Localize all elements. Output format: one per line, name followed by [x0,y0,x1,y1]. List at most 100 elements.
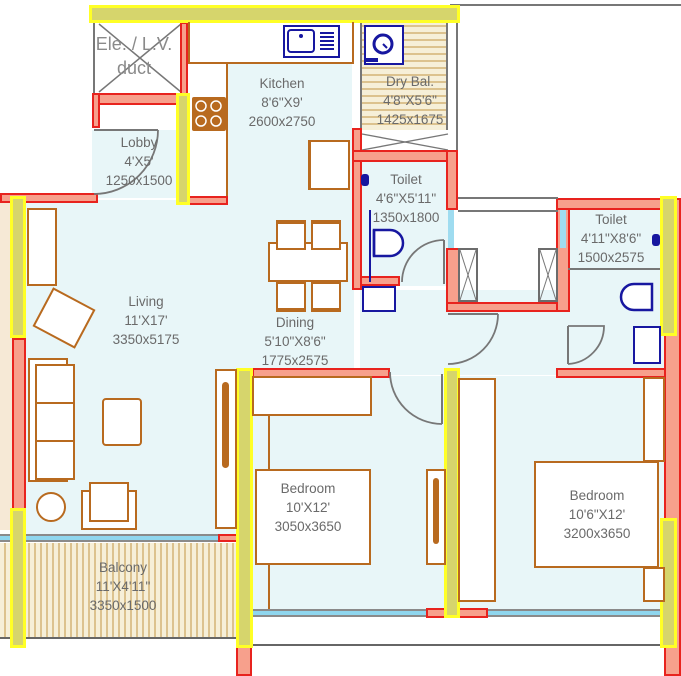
washing-machine-icon [364,25,404,65]
wardrobe-handle [222,382,229,468]
room-label-bedroom2: Bedroom 10'6"X12' 3200x3650 [564,486,631,543]
bedroom2-size-ft: 10'6"X12' [568,507,626,522]
dining-chair [276,282,306,312]
toilet2-size-ft: 4'11"X8'6" [580,231,642,246]
dining-name: Dining [275,315,315,330]
room-label-balcony: Balcony 11'X4'11" 3350x1500 [90,558,157,615]
column [660,196,677,336]
wall [236,646,252,676]
tap-icon [652,234,660,246]
bed-rail [268,565,270,609]
column [89,5,460,23]
dry-balcony-shaft [361,132,449,152]
balcony-glass [0,534,220,542]
room-label-duct: Ele. / L.V. duct [96,32,172,80]
wall [352,150,458,162]
dry-balcony-name: Dry Bal. [385,74,435,89]
toilet1-size-mm: 1350x1800 [372,210,440,225]
wall [188,196,228,205]
room-label-lobby: Lobby 4'X5' 1250x1500 [106,133,173,190]
nightstand [643,377,665,462]
lower-line [250,644,681,646]
sofa-cushion [35,364,75,404]
bedroom2-wardrobe [458,378,496,602]
duct-cross-icon [98,23,182,93]
dry-balcony-size-mm: 1425x1675 [376,112,444,127]
wall [92,93,100,128]
kitchen-size-ft: 8'6"X9' [261,95,303,110]
room-label-kitchen: Kitchen 8'6"X9' 2600x2750 [249,74,316,131]
bedroom1-door-icon [389,371,443,425]
toilet1-size-ft: 4'6"X5'11" [375,191,437,206]
wc-icon [372,228,405,258]
small-window [560,210,566,248]
toilet1-door-icon [401,239,445,284]
room-label-living: Living 11'X17' 3350x5175 [113,292,180,349]
kitchen-name: Kitchen [259,76,305,91]
bedroom2-size-mm: 3200x3650 [563,526,631,541]
dining-chair [276,220,306,250]
duct-line2: duct [116,58,152,78]
bedroom2-name: Bedroom [569,488,625,503]
toilet1-name: Toilet [390,172,422,187]
passage-line [458,210,558,212]
toilet2-size-mm: 1500x2575 [577,250,645,265]
dining-chair [311,282,341,312]
wall [352,128,362,290]
bedroom1-window [250,609,430,617]
shaft-right [538,248,558,302]
living-name: Living [128,294,164,309]
bed [534,461,659,568]
toilet2-shower-line [568,268,660,270]
washbasin-icon [362,286,396,312]
nightstand [643,567,665,602]
coffee-table [102,398,142,446]
duct-area [93,22,182,94]
column [176,93,190,205]
lobby-size-mm: 1250x1500 [105,173,173,188]
wall [446,150,458,210]
wall [360,276,400,286]
bedroom1-name: Bedroom [280,481,336,496]
kitchen-counter-side [188,62,228,196]
ottoman-inner [89,482,129,522]
tap-icon [361,174,369,186]
dining-size-ft: 5'10"X8'6" [264,334,326,349]
outer-frame-line-v [456,4,458,154]
washbasin-icon [633,326,661,364]
room-label-dry-balcony: Dry Bal. 4'8"X5'6" 1425x1675 [377,72,444,129]
wall [180,22,188,97]
room-label-toilet1: Toilet 4'6"X5'11" 1350x1800 [373,170,440,227]
dining-size-mm: 1775x2575 [261,353,329,368]
dry-balcony-size-ft: 4'8"X5'6" [383,93,437,108]
room-label-toilet2: Toilet 4'11"X8'6" 1500x2575 [578,210,645,267]
small-window [448,210,454,248]
lobby-door-icon [93,129,159,195]
wc-icon [619,282,654,312]
living-size-mm: 3350x5175 [112,332,180,347]
passage-door-icon [447,313,499,365]
wall [92,93,184,105]
sofa-cushion [35,402,75,442]
lobby-name: Lobby [120,135,158,150]
lobby-size-ft: 4'X5' [124,154,154,169]
wall [0,193,98,203]
kitchen-counter [188,22,354,64]
balcony-size-mm: 3350x1500 [89,598,157,613]
toilet1-partition [369,210,371,282]
wall [446,302,568,312]
left-strip-floor [0,200,12,530]
outer-frame-line [450,4,681,6]
side-table [36,492,66,522]
bedroom1-size-ft: 10'X12' [285,500,331,515]
balcony-name: Balcony [98,560,148,575]
living-size-ft: 11'X17' [124,313,168,328]
shaft-left [458,248,478,302]
duct-name: Ele. / L.V. [95,34,173,54]
column [236,368,253,648]
column [10,508,26,648]
bedroom2-window [488,609,663,617]
cooktop-icon [192,97,226,131]
balcony-size-ft: 11'X4'11" [95,579,151,594]
sink-icon [283,25,340,58]
